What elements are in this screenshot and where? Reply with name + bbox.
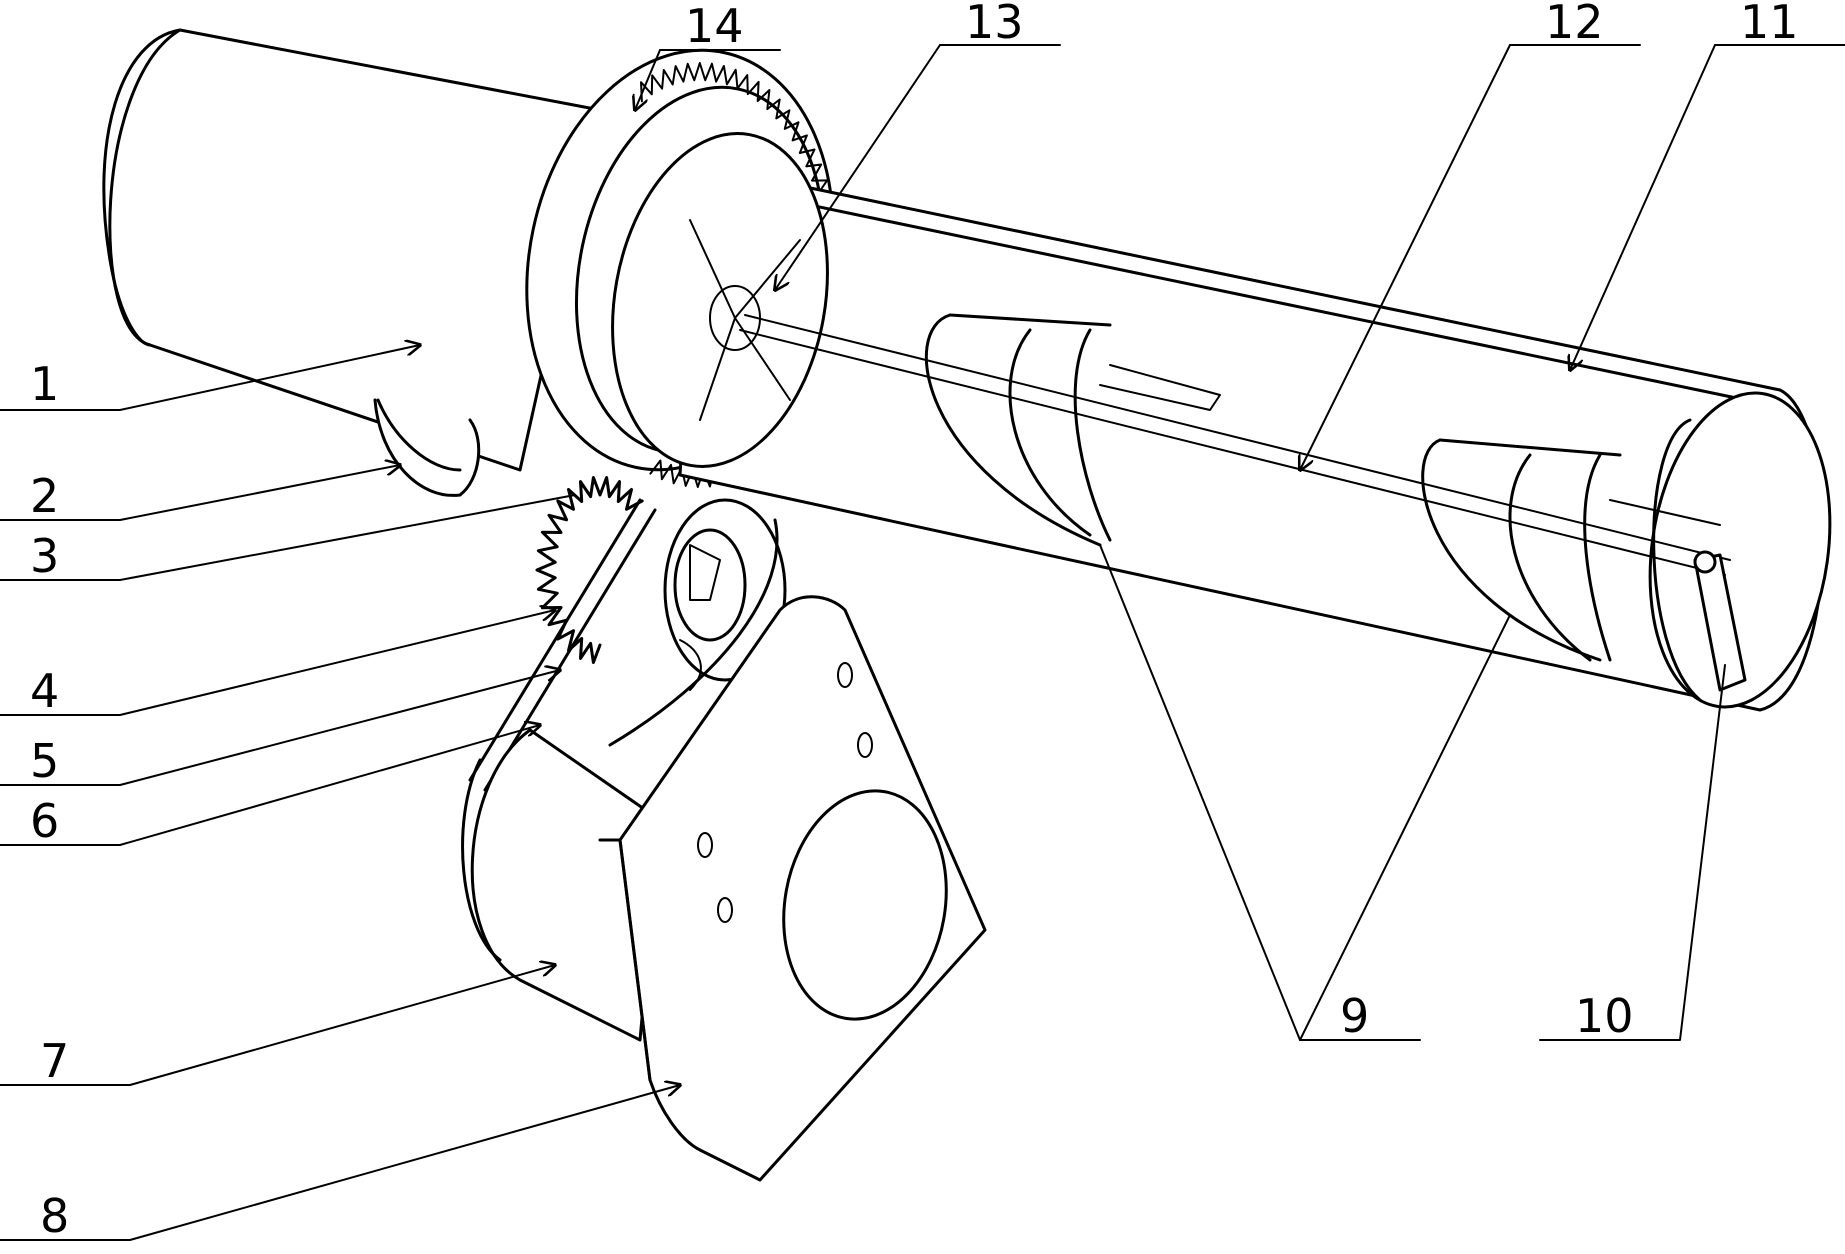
- callout-2: 2: [30, 469, 59, 523]
- callout-5: 5: [30, 734, 59, 788]
- callout-4: 4: [30, 664, 59, 718]
- callout-7: 7: [40, 1034, 69, 1088]
- callout-9: 9: [1340, 989, 1369, 1043]
- callout-12: 12: [1545, 0, 1604, 49]
- callout-11: 11: [1740, 0, 1799, 49]
- pinion-tooth-profile: [535, 476, 644, 664]
- callout-8: 8: [40, 1189, 69, 1243]
- long-cylinder: [678, 163, 1832, 712]
- pinion-gear: [535, 476, 644, 664]
- end-disk: [611, 132, 829, 468]
- callout-3: 3: [30, 529, 59, 583]
- callout-1: 1: [30, 357, 59, 411]
- callout-6: 6: [30, 794, 59, 848]
- bottom-shaft: [373, 398, 481, 497]
- callout-13: 13: [965, 0, 1024, 49]
- leader-lines: [0, 44, 1845, 1241]
- crank-arm: [1693, 550, 1747, 692]
- callout-10: 10: [1575, 989, 1634, 1043]
- pulley-wheel: [663, 498, 787, 691]
- callout-labels: 1 2 3 4 5 6 7 8 9 10 11 12 13 14: [30, 0, 1799, 1243]
- central-shaft: [739, 314, 1731, 576]
- impeller-right: [1421, 438, 1721, 662]
- large-cylinder: [102, 28, 602, 472]
- callout-14: 14: [685, 0, 744, 53]
- mount-plate: [598, 595, 987, 1182]
- impeller-left: [924, 313, 1221, 547]
- motor-body: [461, 728, 662, 1042]
